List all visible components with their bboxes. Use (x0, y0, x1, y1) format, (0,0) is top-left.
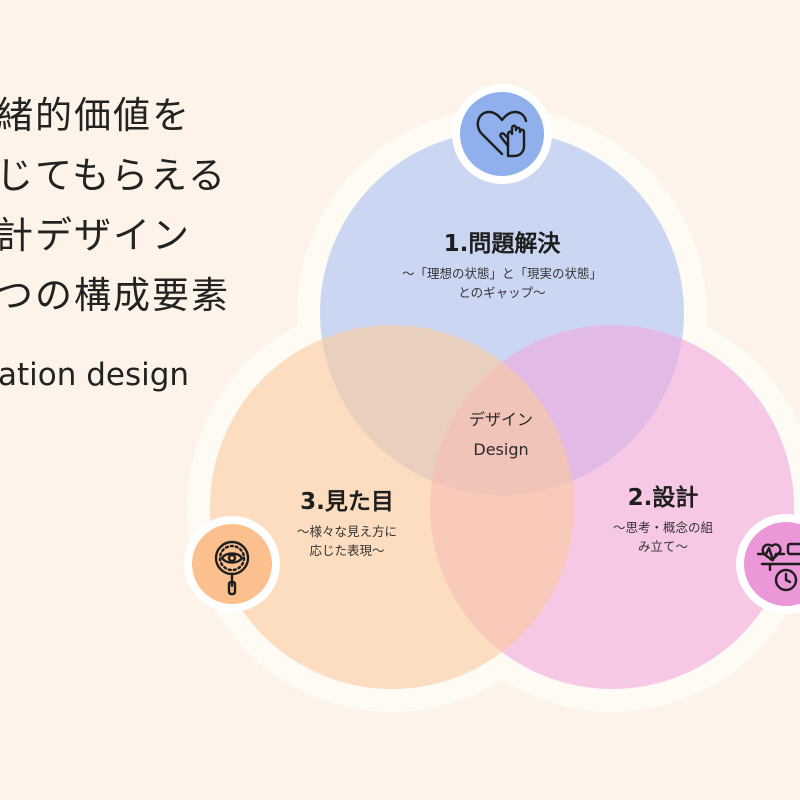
title-line-3: 計デザイン (0, 214, 191, 257)
center-label: デザイン Design (441, 405, 561, 465)
heading-problem-solving: 1.問題解決 (443, 231, 561, 257)
label-appearance: 3.見た目 〜様々な見え方に 応じた表現〜 (272, 482, 422, 560)
title-line-4: つの構成要素 (0, 274, 230, 317)
badge-appearance (184, 516, 280, 616)
center-label-ja: デザイン (468, 410, 533, 429)
label-problem-solving: 1.問題解決 〜「理想の状態」と「現実の状態」 とのギャップ〜 (352, 224, 652, 302)
badge-structure (736, 514, 800, 618)
desc-appearance-line-2: 応じた表現〜 (309, 543, 385, 558)
title-line-1: 緒的価値を (0, 94, 191, 137)
desc-structure-line-1: 〜思考・概念の組 (612, 520, 713, 535)
badge-problem-solving (452, 84, 552, 188)
subtitle: ation design (0, 357, 190, 393)
heart-hand-icon (452, 84, 552, 184)
desc-structure-line-2: み立て〜 (637, 539, 688, 554)
title-block: 緒的価値を じてもらえる 計デザイン つの構成要素 (0, 86, 230, 326)
desc-appearance-line-1: 〜様々な見え方に (296, 524, 397, 539)
heading-appearance: 3.見た目 (300, 489, 394, 515)
label-structure: 2.設計 〜思考・概念の組 み立て〜 (588, 478, 738, 556)
title-line-2: じてもらえる (0, 154, 228, 197)
center-label-en: Design (473, 440, 529, 459)
heart-scale-clock-icon (736, 514, 800, 614)
heading-structure: 2.設計 (627, 485, 699, 511)
desc-problem-solving-line-1: 〜「理想の状態」と「現実の状態」 (401, 266, 602, 281)
circle-appearance (210, 325, 574, 689)
eye-magnifier-icon (184, 516, 280, 612)
desc-problem-solving-line-2: とのギャップ〜 (458, 285, 546, 300)
